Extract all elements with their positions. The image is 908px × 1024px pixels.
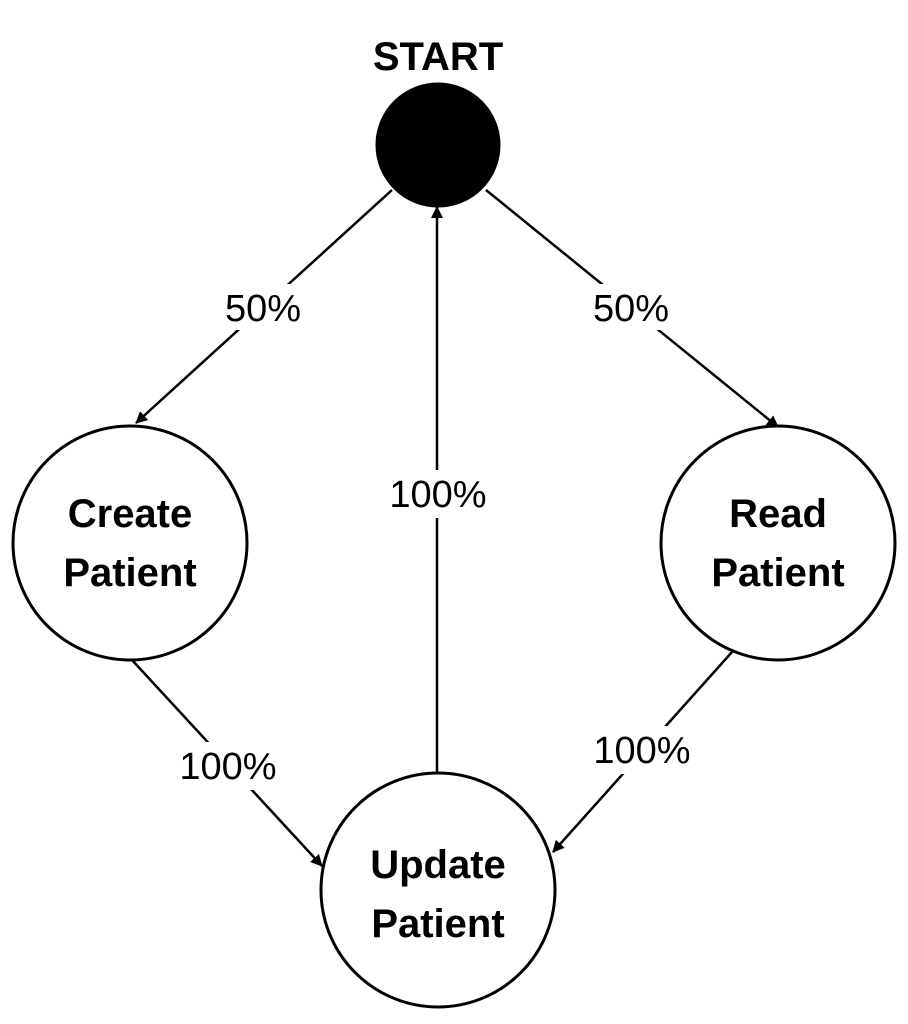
- start-label: START: [373, 35, 503, 79]
- read-patient-label-line1: Read: [729, 492, 827, 536]
- update-patient-node: Update Patient: [319, 771, 557, 1009]
- edge-label-start-to-create-group: 50%: [212, 284, 314, 330]
- create-patient-label-line2: Patient: [63, 551, 196, 595]
- edge-label-start-to-read: 50%: [593, 288, 669, 330]
- update-patient-label-line2: Patient: [371, 902, 504, 946]
- edge-label-create-to-update-group: 100%: [168, 742, 288, 790]
- edge-label-update-to-start: 100%: [389, 474, 486, 516]
- read-patient-circle: [659, 424, 897, 662]
- read-patient-label-line2: Patient: [711, 551, 844, 595]
- create-patient-label-line1: Create: [68, 492, 193, 536]
- start-node: [375, 82, 501, 208]
- read-patient-node: Read Patient: [659, 424, 897, 662]
- create-patient-node: Create Patient: [11, 424, 249, 662]
- update-patient-label-line1: Update: [370, 843, 506, 887]
- edge-label-create-to-update: 100%: [179, 746, 276, 788]
- update-patient-circle: [319, 771, 557, 1009]
- edge-label-read-to-update: 100%: [593, 730, 690, 772]
- edge-label-read-to-update-group: 100%: [582, 726, 702, 774]
- edge-label-update-to-start-group: 100%: [378, 470, 498, 518]
- edge-label-start-to-create: 50%: [225, 288, 301, 330]
- create-patient-circle: [11, 424, 249, 662]
- edge-label-start-to-read-group: 50%: [580, 284, 682, 330]
